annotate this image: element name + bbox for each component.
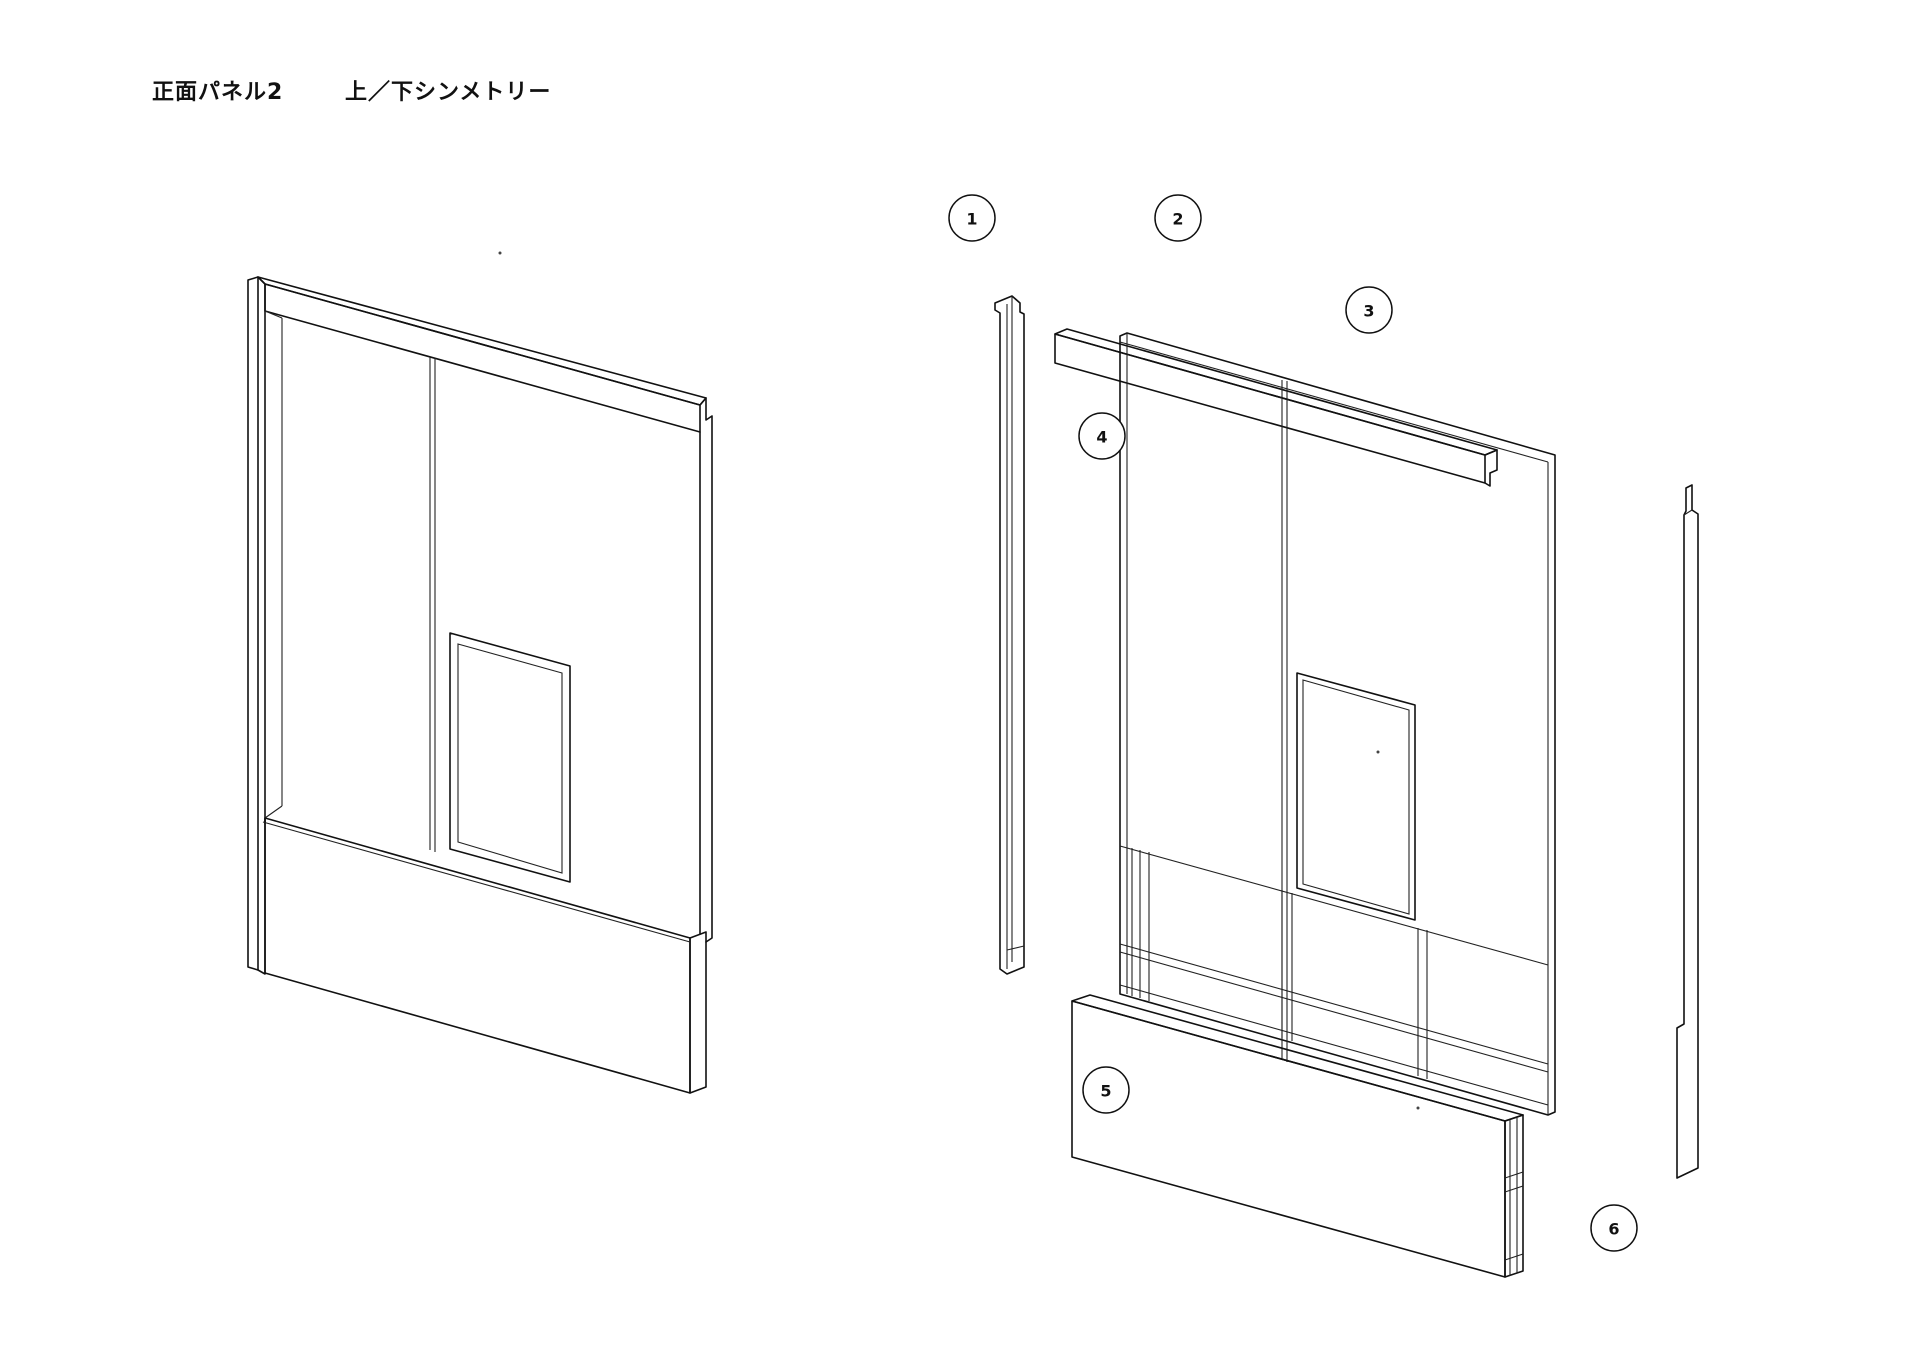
speck-2 xyxy=(1416,1106,1420,1110)
callout-4-circle xyxy=(1078,412,1126,460)
assembled-window-outer xyxy=(449,632,571,883)
assembled-top-rail-top xyxy=(257,276,707,406)
part-2-main-panel xyxy=(1119,332,1556,1116)
part-2-window-outer xyxy=(1296,672,1416,921)
assembled-lower-box-side xyxy=(689,931,707,1094)
assembled-inner-bottom-corner xyxy=(264,805,283,819)
part-2-window-inner xyxy=(1302,679,1410,915)
part-5-side-rail-3 xyxy=(1504,1253,1524,1261)
assembled-inner-corner xyxy=(264,310,283,319)
callout-6-circle xyxy=(1590,1204,1638,1252)
frame-rail-2 xyxy=(1119,951,1549,1073)
part-6-outline xyxy=(1676,484,1699,1179)
callout-5-label: 5 xyxy=(1100,1082,1111,1101)
callout-2-label: 2 xyxy=(1172,210,1183,229)
callout-4-label: 4 xyxy=(1096,428,1107,447)
part-2-outline xyxy=(1119,332,1556,1116)
part-3-top-rail xyxy=(1054,328,1498,487)
part-5-side-rail-2 xyxy=(1504,1185,1524,1193)
callout-1-label: 1 xyxy=(966,210,977,229)
frame-rail-1 xyxy=(1119,943,1549,1065)
callout-4: 4 xyxy=(1078,412,1126,460)
callout-1: 1 xyxy=(948,194,996,242)
part-3-end xyxy=(1484,449,1498,487)
assembled-left-post xyxy=(247,276,266,975)
callout-6-label: 6 xyxy=(1608,1220,1619,1239)
callout-6: 6 xyxy=(1590,1204,1638,1252)
part-5-side-rail-1 xyxy=(1504,1171,1524,1179)
part-5-top xyxy=(1071,994,1524,1122)
drawing-title: 正面パネル2 xyxy=(152,80,284,105)
part-2-top-edge xyxy=(1119,341,1549,463)
assembled-panel xyxy=(247,276,713,1094)
part-5-side xyxy=(1504,1114,1524,1278)
callout-5-circle xyxy=(1082,1066,1130,1114)
callout-5: 5 xyxy=(1082,1066,1130,1114)
part-1-foot xyxy=(1006,945,1025,951)
part-6-edge-trim xyxy=(1676,484,1699,1179)
speck-3 xyxy=(498,251,502,255)
speck-1 xyxy=(1376,750,1380,754)
assembled-top-rail xyxy=(264,283,701,433)
callout-3-label: 3 xyxy=(1363,302,1374,321)
callout-1-circle xyxy=(948,194,996,242)
part-2-board-bottom xyxy=(1119,845,1549,966)
part-6-notch xyxy=(1683,509,1693,516)
assembled-lower-box-front xyxy=(264,817,691,1094)
part-5-lower-box xyxy=(1071,994,1524,1278)
assembled-right-edge xyxy=(699,397,713,943)
callout-2-circle xyxy=(1154,194,1202,242)
callout-2: 2 xyxy=(1154,194,1202,242)
part-1-outline xyxy=(994,295,1025,975)
drawing-subtitle: 上／下シンメトリー xyxy=(345,80,552,105)
frame-rail-3 xyxy=(1119,984,1549,1106)
assembled-window-inner xyxy=(457,643,563,874)
callout-3-circle xyxy=(1345,286,1393,334)
callout-3: 3 xyxy=(1345,286,1393,334)
part-1-post xyxy=(994,295,1025,975)
assembled-lower-box-top xyxy=(262,821,691,943)
exploded-assembly xyxy=(498,251,1699,1278)
